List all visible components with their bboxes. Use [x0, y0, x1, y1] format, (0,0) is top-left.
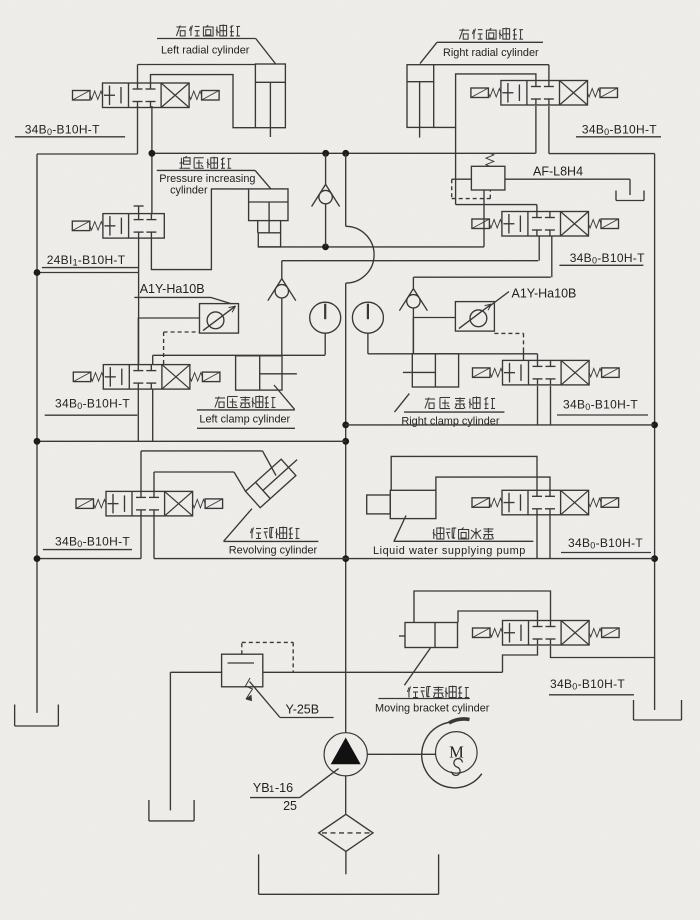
svg-text:Y-25B: Y-25B [286, 703, 320, 717]
svg-text:25: 25 [283, 799, 297, 813]
svg-text:1: 1 [269, 784, 274, 795]
svg-text:M: M [449, 743, 464, 762]
svg-text:Right radial cylinder: Right radial cylinder [443, 47, 539, 59]
svg-text:34B0-B10H-T: 34B0-B10H-T [570, 251, 645, 266]
svg-text:YB: YB [253, 781, 270, 795]
svg-text:34B0-B10H-T: 34B0-B10H-T [55, 534, 130, 549]
svg-text:Right clamp cylinder: Right clamp cylinder [401, 416, 499, 428]
svg-text:A1Y-Ha10B: A1Y-Ha10B [512, 287, 577, 301]
svg-text:Left clamp cylinder: Left clamp cylinder [199, 414, 290, 426]
svg-text:Revolving cylinder: Revolving cylinder [229, 545, 318, 557]
svg-text:Liquid water supplying pump: Liquid water supplying pump [373, 545, 526, 557]
svg-text:24BI1-B10H-T: 24BI1-B10H-T [47, 253, 126, 268]
svg-text:Pressure increasing: Pressure increasing [159, 173, 255, 185]
svg-text:34B0-B10H-T: 34B0-B10H-T [550, 677, 625, 692]
svg-text:cylinder: cylinder [170, 184, 208, 196]
svg-text:34B0-B10H-T: 34B0-B10H-T [25, 123, 100, 138]
svg-text:Left radial cylinder: Left radial cylinder [161, 45, 250, 57]
svg-text:AF-L8H4: AF-L8H4 [533, 165, 583, 179]
svg-text:Moving bracket cylinder: Moving bracket cylinder [375, 703, 490, 715]
svg-text:34B0-B10H-T: 34B0-B10H-T [582, 122, 657, 137]
svg-text:34B0-B10H-T: 34B0-B10H-T [563, 397, 638, 412]
svg-text:-16: -16 [275, 781, 293, 795]
svg-text:34B0-B10H-T: 34B0-B10H-T [568, 536, 643, 551]
svg-text:A1Y-Ha10B: A1Y-Ha10B [140, 282, 205, 296]
svg-text:34B0-B10H-T: 34B0-B10H-T [55, 397, 130, 412]
